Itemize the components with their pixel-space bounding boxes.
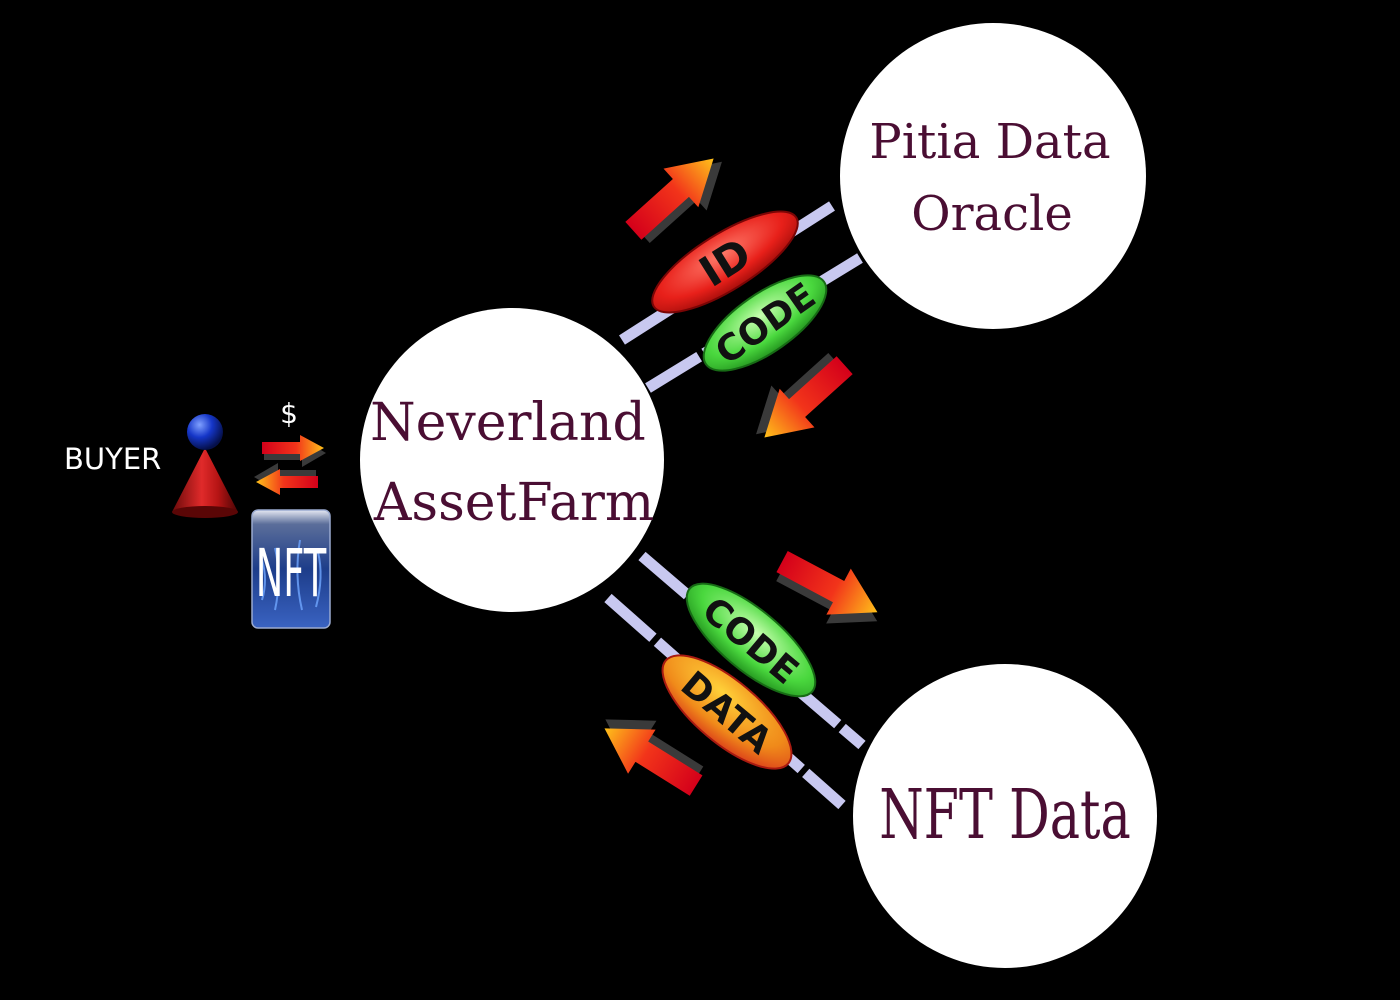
- buyer-figure: BUYER: [64, 414, 238, 518]
- arrow-right-icon: [262, 435, 326, 467]
- buyer-cone-icon: [172, 448, 238, 512]
- nft-data-label: NFT Data: [879, 776, 1131, 855]
- neverland-label-line2: AssetFarm: [373, 473, 654, 533]
- nft-token-label: NFT: [256, 535, 327, 612]
- nft-data-node-circle: [853, 664, 1157, 968]
- nft-token-card: NFT: [251, 509, 331, 629]
- pitia-label-line2: Oracle: [911, 186, 1073, 242]
- neverland-node-circle: [360, 308, 664, 612]
- arrow-left-icon: [254, 463, 318, 495]
- neverland-label-line1: Neverland: [370, 393, 646, 453]
- buyer-head-icon: [187, 414, 223, 450]
- buyer-label: BUYER: [64, 442, 161, 476]
- dollar-label: $: [280, 397, 298, 430]
- pitia-node-circle: [840, 23, 1146, 329]
- arrow-icon: [766, 538, 894, 645]
- pitia-label-line1: Pitia Data: [869, 114, 1110, 170]
